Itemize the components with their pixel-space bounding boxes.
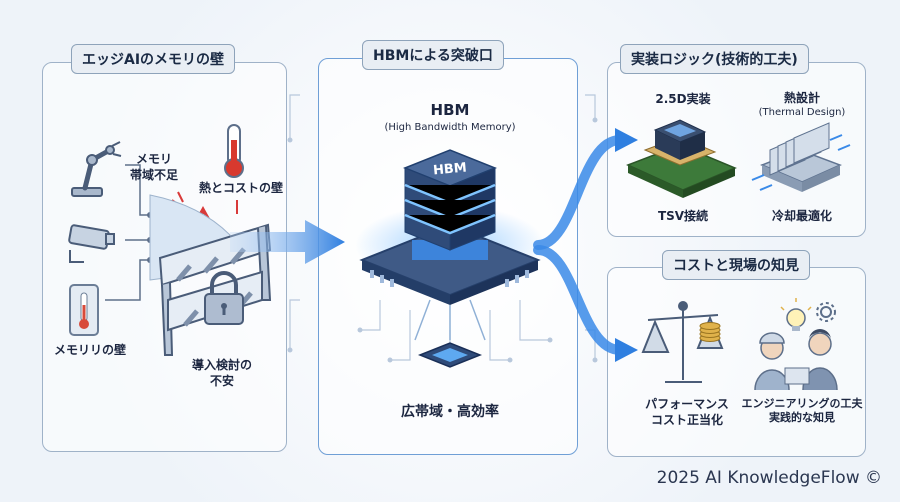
camera-icon — [68, 224, 115, 263]
label-memory-bandwidth: メモリ 帯域不足 — [130, 152, 179, 182]
small-chip-icon — [417, 342, 483, 368]
airflow-arrows — [751, 134, 851, 191]
panel-title-hbm: HBMによる突破口 — [362, 40, 504, 70]
circuit-traces — [289, 94, 596, 361]
thermometer-box-icon — [69, 284, 99, 336]
lock-icon — [204, 271, 244, 325]
item-thermal-subtitle: (Thermal Design) — [758, 107, 846, 118]
label-heat-cost: 熱とコストの壁 — [199, 181, 284, 195]
arrow-to-hbm — [230, 220, 345, 264]
arrow-to-implementation — [533, 135, 625, 250]
hbm-subtitle: (High Bandwidth Memory) — [384, 122, 516, 133]
hbm-chip-stack: HBM — [359, 149, 541, 305]
panel-cost-knowledge — [607, 267, 866, 457]
item-2-5d-title: 2.5D実装 — [655, 92, 711, 106]
panel-title-cost: コストと現場の知見 — [662, 250, 810, 280]
thermometer-icon — [224, 124, 244, 178]
hbm-benefit: 広帯域・高効率 — [401, 404, 499, 420]
panel-title-memory-wall: エッジAIのメモリの壁 — [71, 44, 236, 74]
chip-label: HBM — [432, 161, 467, 179]
footer-copyright: 2025 AI KnowledgeFlow © — [656, 468, 882, 488]
icon-connector-lines — [105, 164, 150, 301]
hbm-title: HBM — [430, 101, 470, 119]
item-cooling-caption: 冷却最適化 — [771, 209, 832, 223]
item-thermal-title: 熱設計 — [783, 91, 820, 105]
arrow-to-cost — [533, 245, 625, 355]
circuit-nodes — [287, 117, 598, 363]
label-memory-wall: メモリリの壁 — [54, 343, 127, 357]
label-adoption-anxiety: 導入検討の 不安 — [192, 358, 253, 388]
balance-scale-icon — [641, 301, 724, 383]
item-tsv-caption: TSV接続 — [657, 209, 709, 223]
package-2-5d-icon — [626, 119, 737, 198]
coin-stack-icon — [699, 322, 721, 342]
engineers-icon — [754, 329, 838, 391]
item-performance-caption: パフォーマンス コスト正当化 — [645, 397, 729, 427]
robot-arm-icon — [71, 141, 122, 197]
lightbulb-icon — [780, 298, 812, 331]
item-engineering-caption: エンジニアリングの工夫 実践的な知見 — [741, 397, 863, 425]
heatsink-icon — [760, 122, 842, 192]
gear-icon — [816, 302, 836, 322]
panel-title-implementation: 実装ロジック(技術的工夫) — [620, 44, 809, 74]
